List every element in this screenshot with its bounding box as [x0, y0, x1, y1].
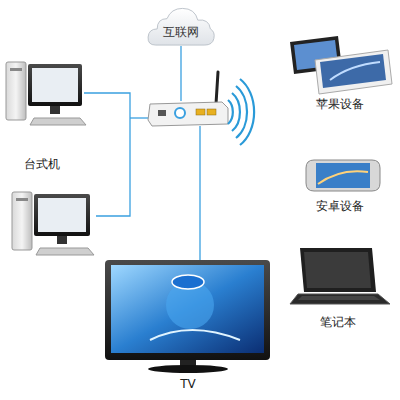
- laptop: [290, 248, 390, 304]
- network-cable: [84, 46, 200, 260]
- cloud-node: 互联网: [146, 4, 216, 48]
- television: [105, 260, 270, 373]
- router: [148, 72, 254, 145]
- tablet: [290, 36, 392, 94]
- device-label: 台式机: [24, 156, 60, 173]
- desktop-computer: [12, 192, 94, 255]
- smartphone: [306, 160, 380, 191]
- node-label: 互联网: [146, 24, 216, 41]
- device-label: TV: [180, 377, 196, 391]
- desktop-computer: [6, 62, 86, 125]
- device-label: 苹果设备: [316, 96, 364, 113]
- device-label: 安卓设备: [316, 198, 364, 215]
- device-label: 笔记本: [320, 314, 356, 331]
